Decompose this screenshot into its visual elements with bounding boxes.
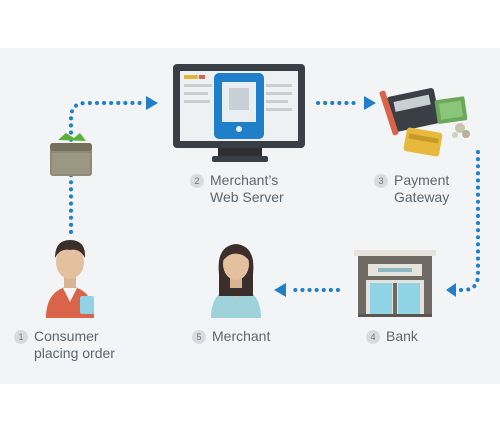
step-number-badge: 3 (374, 174, 388, 188)
consumer-icon (46, 240, 94, 318)
step-number-badge: 4 (366, 330, 380, 344)
step-consumer-label: 1 Consumer placing order (14, 328, 115, 362)
step-number-badge: 2 (190, 174, 204, 188)
arrowhead-gateway (364, 96, 376, 110)
arrow-heads (146, 96, 456, 297)
step-label-line: placing order (34, 345, 115, 361)
arrow-gateway-to-bank (453, 150, 480, 292)
step-label-line: Payment (394, 172, 450, 188)
step-label-line: Bank (386, 328, 418, 344)
step-payment-gateway-label: 3 Payment Gateway (374, 172, 449, 206)
step-label-line: Consumer (34, 328, 99, 344)
bank-icon (354, 250, 436, 317)
arrow-consumer-to-server (69, 101, 144, 234)
step-label-line: Merchant’s (210, 172, 279, 188)
arrowhead-bank (446, 283, 456, 297)
step-web-server-label: 2 Merchant’s Web Server (190, 172, 284, 206)
merchant-icon (211, 244, 261, 318)
monitor-icon (173, 64, 305, 162)
step-label-line: Gateway (394, 189, 450, 205)
payment-gateway-icon (379, 88, 470, 157)
step-bank-label: 4 Bank (366, 328, 418, 345)
step-number-badge: 5 (192, 330, 206, 344)
step-label-line: Merchant (212, 328, 271, 344)
step-label-line: Web Server (210, 189, 284, 205)
wallet-icon (50, 133, 92, 176)
step-number-badge: 1 (14, 330, 28, 344)
step-merchant-label: 5 Merchant (192, 328, 270, 345)
arrowhead-server (146, 96, 158, 110)
flow-arrows (69, 101, 480, 292)
arrowhead-merchant (274, 283, 286, 297)
